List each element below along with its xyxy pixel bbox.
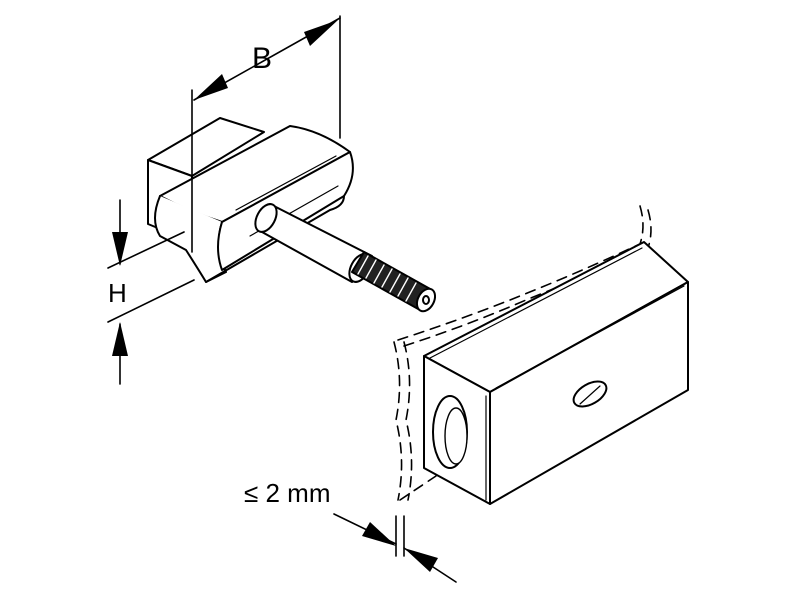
dimension-h	[107, 199, 195, 385]
gap-dimension-label: ≤ 2 mm	[244, 478, 331, 508]
arrow-head	[112, 232, 128, 266]
arrow-head	[404, 548, 438, 572]
arrow-head	[194, 74, 228, 100]
side-slot	[572, 380, 608, 408]
dimension-b	[191, 15, 341, 253]
slotted-box	[423, 241, 689, 505]
dimension-b-label: B	[252, 42, 273, 75]
dimension-gap	[333, 513, 457, 583]
arrow-head	[304, 20, 338, 46]
arrow-head	[362, 522, 396, 546]
dimension-h-label: H	[108, 278, 127, 308]
front-slot	[432, 395, 468, 469]
bolt-thread	[351, 251, 437, 313]
arrow-head	[112, 322, 128, 356]
mounting-panel	[393, 205, 652, 501]
t-bolt	[147, 117, 437, 313]
